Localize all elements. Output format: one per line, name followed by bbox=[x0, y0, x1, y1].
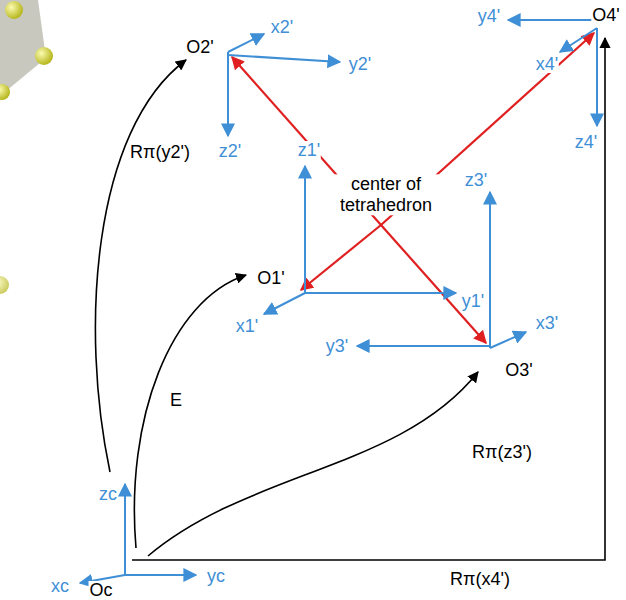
axis-label: x1' bbox=[235, 317, 259, 335]
frame-origin: O2' bbox=[185, 38, 214, 56]
y-axis bbox=[508, 19, 597, 21]
center-vector bbox=[381, 225, 486, 343]
atom-ball bbox=[5, 1, 23, 19]
axis-label: z4' bbox=[574, 133, 598, 151]
center-vector bbox=[301, 225, 381, 290]
atom-ball bbox=[35, 47, 53, 65]
axis-label: y4' bbox=[477, 7, 501, 25]
transform-label: Rπ(x4') bbox=[449, 570, 511, 588]
z-axis bbox=[596, 28, 598, 126]
rotation-arrow bbox=[148, 372, 478, 556]
axis-label: yc bbox=[206, 567, 226, 585]
frame-origin: Oc bbox=[88, 581, 113, 599]
transform-label: E bbox=[169, 391, 183, 409]
z-axis bbox=[124, 484, 126, 575]
axis-label: y1' bbox=[461, 292, 485, 310]
axis-label: y3' bbox=[325, 337, 349, 355]
axis-label: x2' bbox=[270, 18, 294, 36]
z-axis bbox=[489, 192, 491, 348]
identity-arrow bbox=[134, 275, 246, 548]
y-axis bbox=[228, 55, 340, 62]
x-axis bbox=[490, 332, 526, 348]
tetrahedron-picture bbox=[0, 0, 46, 96]
frame-origin: O3' bbox=[504, 361, 533, 379]
x-axis bbox=[228, 34, 264, 52]
axis-label: z2' bbox=[218, 142, 242, 160]
atom-ball bbox=[0, 276, 9, 294]
rotation-arrow bbox=[132, 38, 605, 560]
x-axis bbox=[560, 28, 597, 52]
axis-label: xc bbox=[50, 577, 70, 595]
y-axis bbox=[125, 574, 196, 576]
rotation-arrow bbox=[95, 60, 186, 472]
y-axis bbox=[357, 345, 490, 347]
axis-label: x4' bbox=[535, 55, 559, 73]
axis-label: zc bbox=[98, 485, 118, 503]
z-axis bbox=[304, 166, 306, 293]
atom-ball bbox=[0, 84, 10, 100]
transform-label: Rπ(y2') bbox=[129, 143, 191, 161]
frame-origin: O1' bbox=[256, 269, 285, 287]
z-axis bbox=[227, 52, 229, 136]
x-axis bbox=[264, 293, 305, 314]
center-note: center of tetrahedron bbox=[333, 174, 439, 215]
frame-origin: O4' bbox=[591, 6, 620, 24]
y-axis bbox=[305, 292, 456, 294]
axis-label: y2' bbox=[348, 55, 372, 73]
axis-label: x3' bbox=[535, 314, 559, 332]
axis-label: z3' bbox=[464, 171, 488, 189]
axis-label: z1' bbox=[297, 141, 321, 159]
transform-label: Rπ(z3') bbox=[471, 443, 533, 461]
